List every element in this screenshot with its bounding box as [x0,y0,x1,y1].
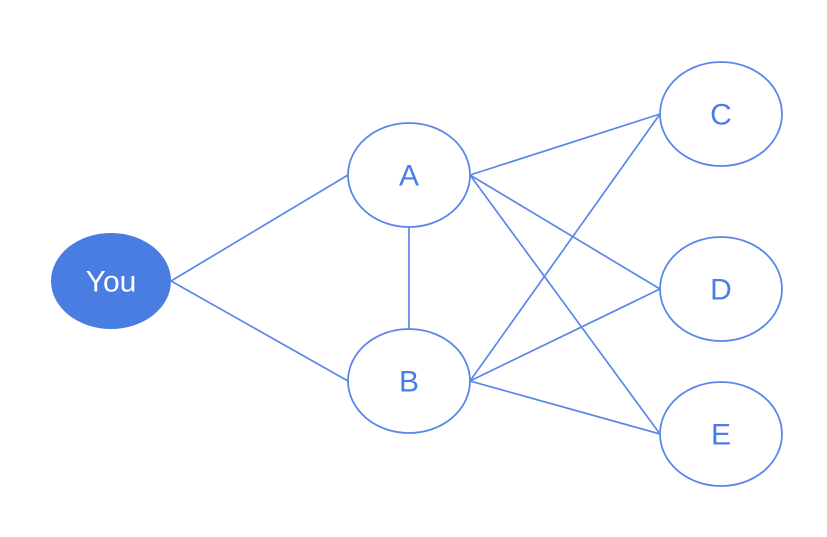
node-e: E [659,381,783,487]
edge-you-a [170,174,349,282]
node-d-label: D [710,274,732,307]
node-you-label: You [86,266,137,299]
node-c-shape [659,61,783,167]
node-a-shape [347,122,471,228]
node-you-shape [51,233,171,329]
edge-a-c [469,113,661,176]
nodes-layer: You A B C D E [51,61,783,487]
edge-b-c [469,113,661,382]
node-d: D [659,236,783,342]
node-c: C [659,61,783,167]
edge-a-d [469,174,661,290]
edge-b-d [469,288,661,382]
edge-you-b [170,280,349,382]
node-b-label: B [399,366,419,399]
node-you: You [51,233,171,329]
node-e-shape [659,381,783,487]
edge-b-e [469,380,661,435]
node-c-label: C [710,99,732,132]
node-d-shape [659,236,783,342]
node-a-label: A [399,160,419,193]
node-e-label: E [711,419,731,452]
node-b-shape [347,328,471,434]
node-a: A [347,122,471,228]
edge-a-e [469,174,661,435]
node-b: B [347,328,471,434]
edges-layer [170,113,661,435]
